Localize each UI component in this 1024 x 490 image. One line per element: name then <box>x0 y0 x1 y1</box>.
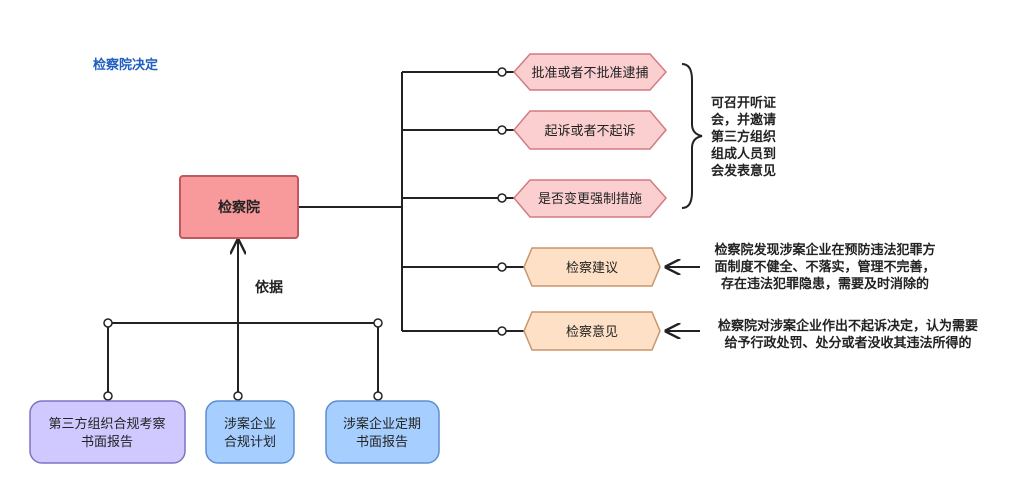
connector-dot <box>103 391 113 401</box>
connector-dot <box>497 67 507 77</box>
connector-dot <box>373 318 383 328</box>
suggestion-note: 检察院发现涉案企业在预防违法犯罪方 面制度不健全、不落实，管理不完善， 存在违法… <box>714 242 935 292</box>
suggestion-note-line: 检察院发现涉案企业在预防违法犯罪方 <box>714 242 935 258</box>
diagram-title: 检察院决定 <box>93 58 159 73</box>
hearing-note-line: 会，并邀请 <box>711 112 776 128</box>
source-node-compliance-plan[interactable]: 涉案企业 合规计划 <box>205 400 295 464</box>
suggestion-note-line: 面制度不健全、不落实，管理不完善， <box>714 259 935 275</box>
decision-node[interactable]: 起诉或者不起诉 <box>513 110 667 150</box>
connectors <box>107 71 524 393</box>
output-label: 检察意见 <box>566 324 618 340</box>
hearing-note-line: 会发表意见 <box>711 163 776 179</box>
output-node-suggestion[interactable]: 检察建议 <box>523 247 661 287</box>
decision-label: 起诉或者不起诉 <box>544 124 635 139</box>
source-node-periodic-report[interactable]: 涉案企业定期 书面报告 <box>325 400 440 464</box>
hearing-note-line: 可召开听证 <box>711 95 776 111</box>
connector-dot <box>103 318 113 328</box>
connector-dot <box>373 391 383 401</box>
opinion-note: 检察院对涉案企业作出不起诉决定，认为需要 给予行政处罚、处分或者没收其违法所得的 <box>718 318 978 351</box>
source-label: 涉案企业定期 <box>343 416 421 432</box>
center-node-label: 检察院 <box>218 199 260 216</box>
connector-dot <box>497 262 507 272</box>
source-label: 第三方组织合规考察 <box>48 416 165 432</box>
decision-node[interactable]: 是否变更强制措施 <box>513 179 667 218</box>
source-node-third-party-report[interactable]: 第三方组织合规考察 书面报告 <box>29 400 186 464</box>
connector-dot <box>497 193 507 203</box>
hearing-note-line: 组成人员到 <box>711 146 776 162</box>
connector-dots <box>103 67 507 401</box>
center-node[interactable]: 检察院 <box>179 175 299 239</box>
opinion-note-line: 检察院对涉案企业作出不起诉决定，认为需要 <box>718 318 978 334</box>
decision-node[interactable]: 批准或者不批准逮捕 <box>512 53 668 91</box>
output-node-opinion[interactable]: 检察意见 <box>523 311 661 351</box>
hearing-note-line: 第三方组织 <box>711 129 776 145</box>
suggestion-note-line: 存在违法犯罪隐患，需要及时消除的 <box>721 276 929 292</box>
output-label: 检察建议 <box>566 261 618 276</box>
source-label: 涉案企业 <box>224 416 276 432</box>
decisions-brace <box>681 63 703 209</box>
source-label: 书面报告 <box>356 435 408 450</box>
opinion-note-line: 给予行政处罚、处分或者没收其违法所得的 <box>724 335 971 351</box>
connector-dot <box>233 391 243 401</box>
source-label: 合规计划 <box>224 435 276 450</box>
decision-label: 批准或者不批准逮捕 <box>531 65 648 81</box>
connector-dot <box>497 326 507 336</box>
hearing-note: 可召开听证 会，并邀请 第三方组织 组成人员到 会发表意见 <box>711 95 776 179</box>
decision-label: 是否变更强制措施 <box>538 191 642 207</box>
source-label: 书面报告 <box>81 435 133 450</box>
connector-dot <box>497 125 507 135</box>
basis-label: 依据 <box>255 279 283 296</box>
